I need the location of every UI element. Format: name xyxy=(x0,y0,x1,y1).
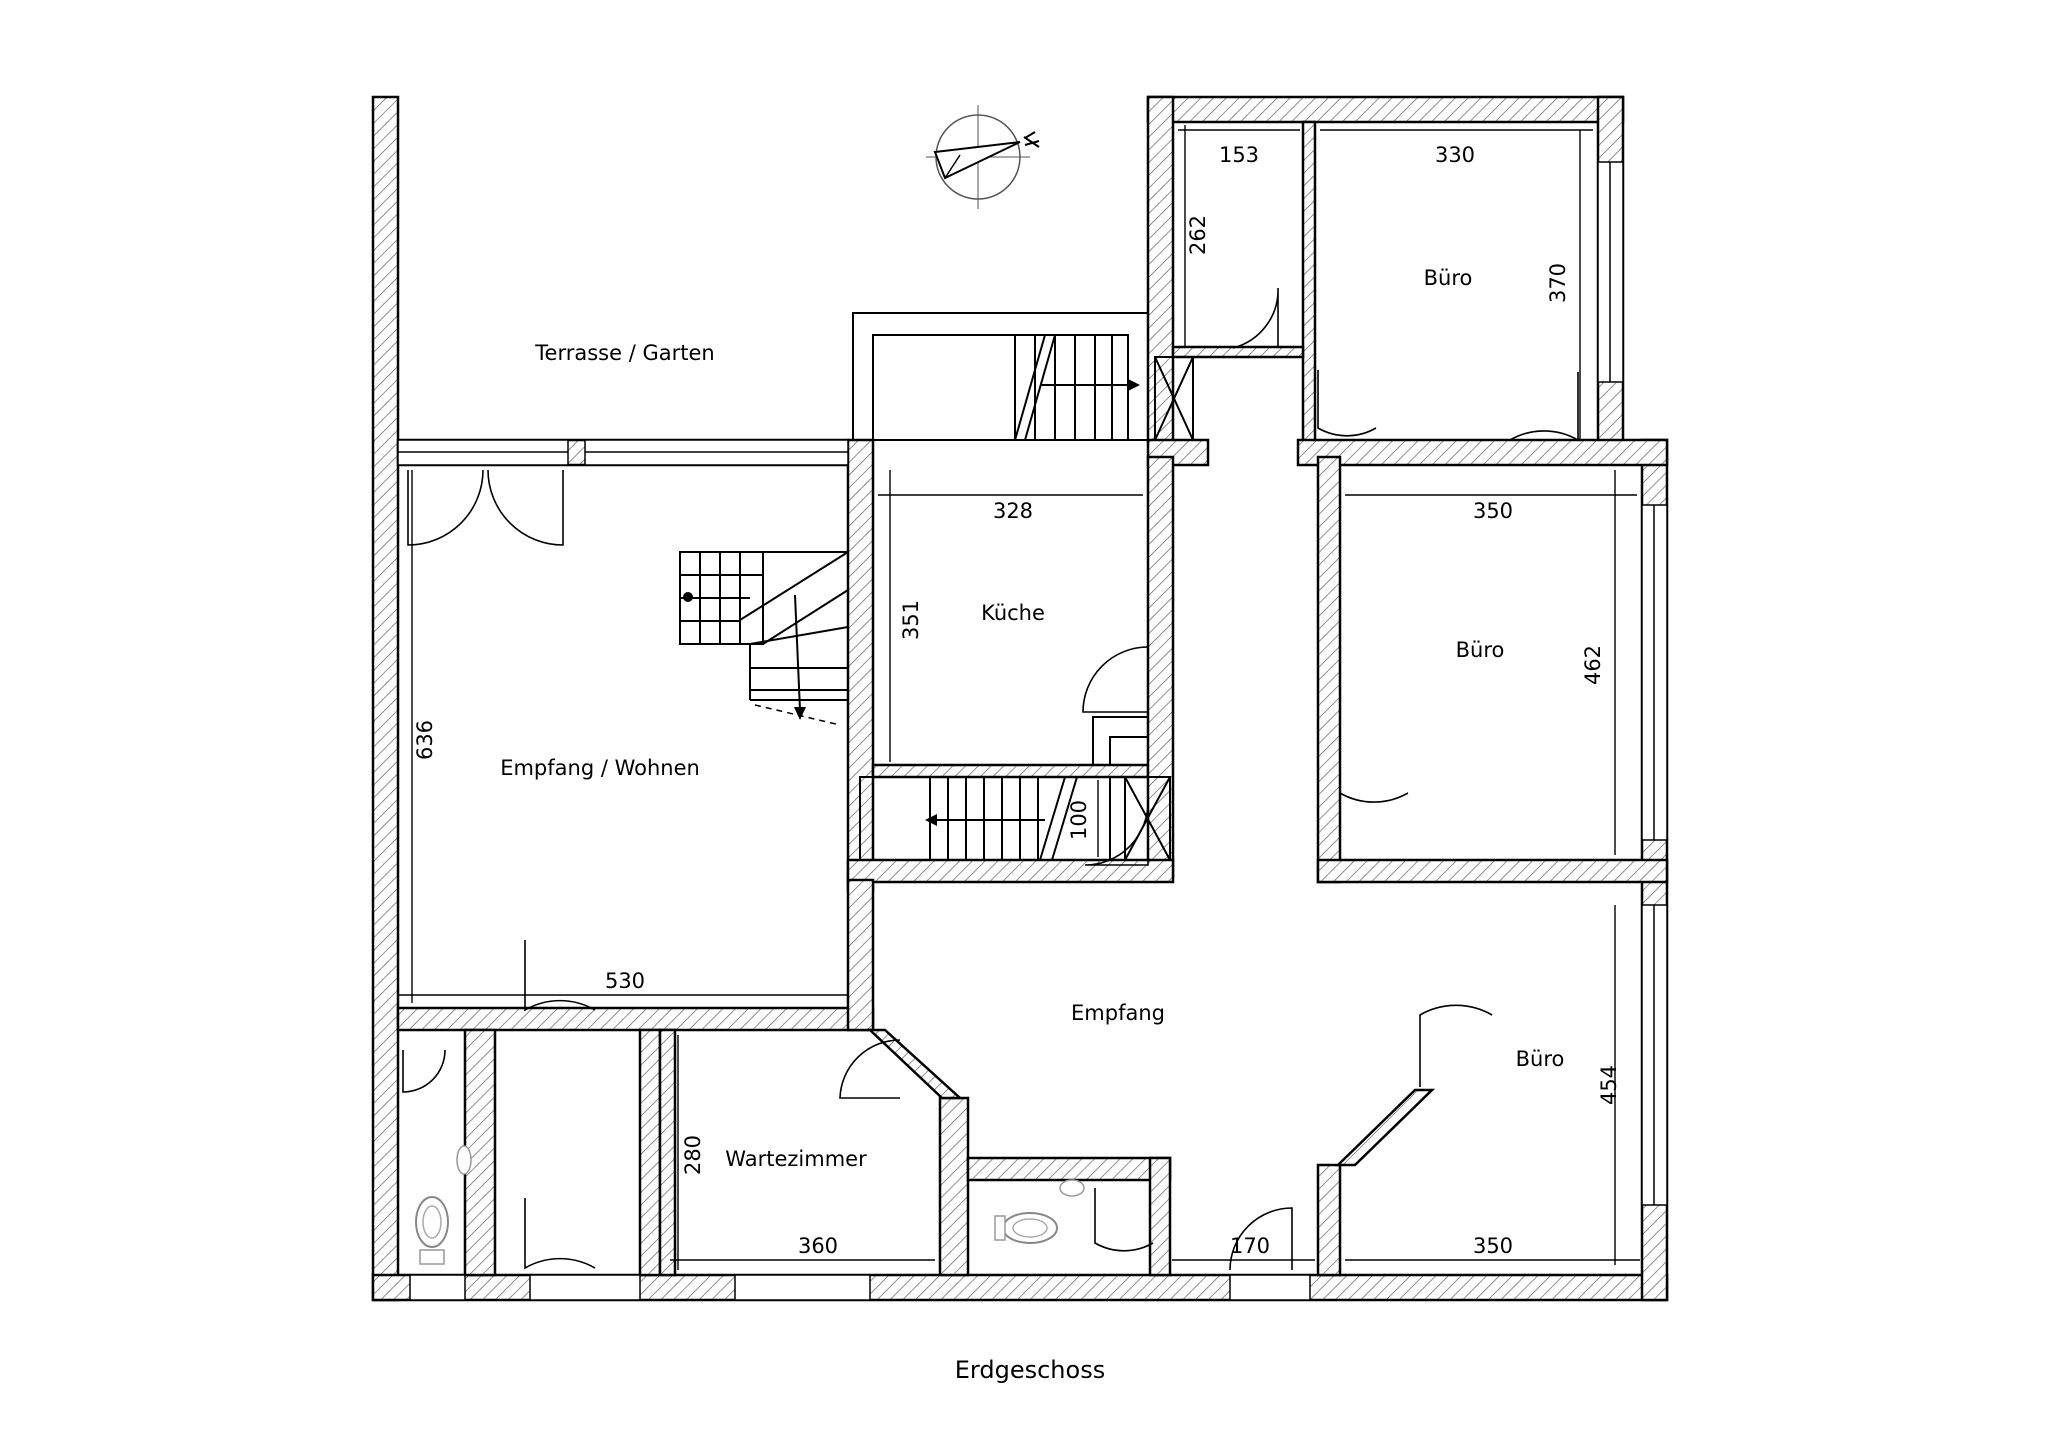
dimension-label: 100 xyxy=(1067,800,1091,840)
dimension-lines xyxy=(398,125,1640,1270)
dimension-label: 330 xyxy=(1435,143,1475,167)
dimension-label: 351 xyxy=(899,600,923,640)
doors xyxy=(402,287,1579,1271)
dimension-label: 328 xyxy=(993,499,1033,523)
staircase-top xyxy=(852,312,1194,441)
walls xyxy=(371,95,1669,1302)
fixtures xyxy=(415,1145,1085,1265)
room-label-buero-top: Büro xyxy=(1424,266,1473,290)
dimension-label: 170 xyxy=(1230,1234,1270,1258)
room-label-buero-lower: Büro xyxy=(1516,1047,1565,1071)
room-label-empfang: Empfang xyxy=(1071,1001,1165,1025)
compass-icon xyxy=(926,105,1040,209)
dimension-label: 350 xyxy=(1473,499,1513,523)
staircase-living xyxy=(679,551,849,726)
dimension-label: 530 xyxy=(605,969,645,993)
room-label-buero-right: Büro xyxy=(1456,638,1505,662)
dimension-label: 153 xyxy=(1219,143,1259,167)
windows xyxy=(397,161,1668,1301)
room-label-wartezimmer: Wartezimmer xyxy=(725,1147,867,1171)
room-label-terrasse: Terrasse / Garten xyxy=(534,341,714,365)
plan-title: Erdgeschoss xyxy=(955,1356,1105,1384)
dimension-label: 280 xyxy=(681,1135,705,1175)
staircase-middle xyxy=(859,716,1171,861)
dimension-label: 350 xyxy=(1473,1234,1513,1258)
dimension-label: 360 xyxy=(798,1234,838,1258)
dimension-label: 462 xyxy=(1581,645,1605,685)
dimension-label: 636 xyxy=(413,720,437,760)
room-label-kueche: Küche xyxy=(981,601,1045,625)
room-label-empfang-wohnen: Empfang / Wohnen xyxy=(500,756,700,780)
dimension-labels: 153 330 262 370 328 350 351 462 636 100 … xyxy=(413,143,1621,1258)
dimension-label: 370 xyxy=(1546,263,1570,303)
room-labels: Terrasse / Garten Küche Büro Büro Empfan… xyxy=(500,266,1564,1171)
dimension-label: 454 xyxy=(1597,1065,1621,1105)
dimension-label: 262 xyxy=(1186,215,1210,255)
